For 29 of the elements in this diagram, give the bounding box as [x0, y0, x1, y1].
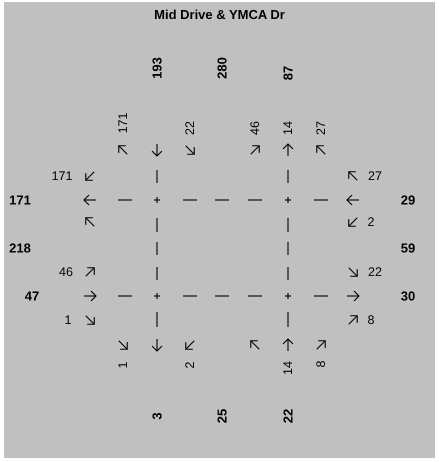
volume-total: 280: [216, 57, 228, 79]
volume-total: 87: [282, 66, 294, 80]
volume-total: 3: [150, 412, 164, 420]
volume-total: 193: [150, 57, 164, 79]
turn-count: 46: [248, 121, 262, 135]
turn-count: 27: [368, 170, 382, 182]
turn-count: 27: [314, 121, 328, 135]
turn-count: 8: [314, 360, 328, 368]
turn-count: 14: [282, 121, 294, 135]
volume-total: 25: [216, 408, 228, 424]
volume-total: 59: [400, 242, 416, 254]
turn-count: 8: [368, 314, 374, 326]
turn-count: 1: [116, 362, 130, 368]
turn-count: 14: [282, 361, 294, 375]
turn-count: 22: [184, 121, 196, 135]
volume-total: 171: [9, 194, 31, 206]
volume-total: 30: [400, 290, 416, 302]
volume-total: 47: [24, 290, 40, 302]
diagram-title: Mid Drive & YMCA Dr: [153, 7, 286, 22]
turn-count: 171: [52, 170, 72, 182]
turn-count: 22: [368, 266, 382, 278]
turn-count: 1: [64, 314, 72, 326]
volume-total: 29: [400, 194, 416, 206]
turn-count: 171: [116, 112, 130, 134]
turn-count: 2: [368, 216, 374, 228]
volume-total: 22: [282, 408, 294, 424]
volume-total: 218: [9, 242, 31, 254]
turn-count: 46: [59, 266, 73, 278]
turn-count: 2: [184, 362, 196, 368]
